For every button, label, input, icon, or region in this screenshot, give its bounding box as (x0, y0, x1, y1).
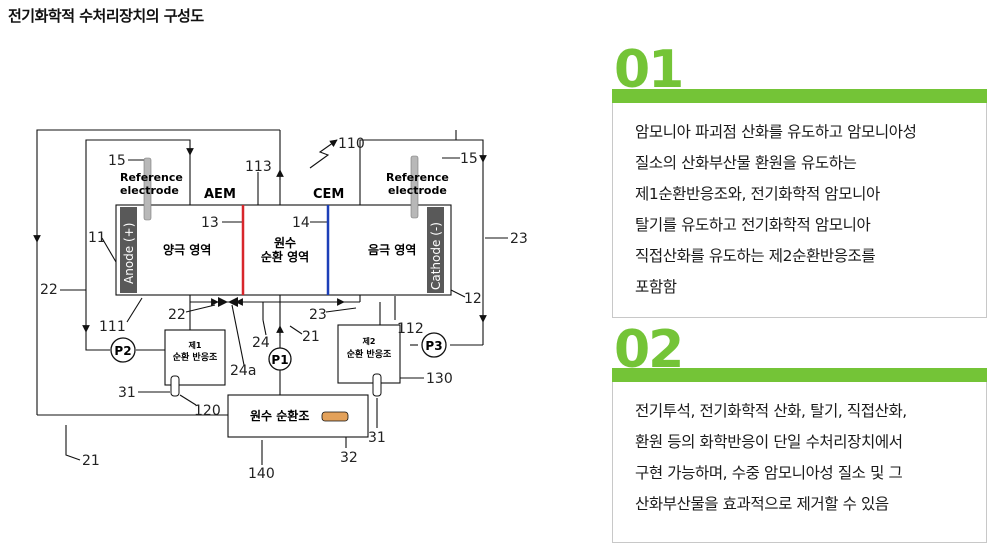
pump-p2: P2 (110, 337, 136, 363)
ref-electrode-right-label-1: Reference (386, 171, 449, 184)
card-accent-bar (612, 368, 987, 382)
card-line: 암모니아 파괴점 산화를 유도하고 암모니아성 (635, 123, 917, 141)
ref-electrode-right-label-2: electrode (388, 184, 447, 197)
valve (218, 297, 238, 307)
ref-111: 111 (99, 319, 126, 335)
reactor-cell (115, 204, 452, 296)
ref-electrode-left-label-2: electrode (120, 184, 179, 197)
anode-label: Anode (+) (122, 223, 136, 284)
ref-11: 11 (88, 230, 106, 246)
info-card-01: 01 암모니아 파괴점 산화를 유도하고 암모니아성 질소의 산화부산물 환원을… (612, 44, 987, 319)
ref-113: 113 (245, 159, 272, 175)
card-body: 전기투석, 전기화학적 산화, 탈기, 직접산화, 환원 등의 화학반응이 단일… (612, 382, 987, 543)
port-31-right (372, 373, 382, 397)
tank1-label-1: 제1 (189, 340, 202, 350)
ref-electrode-left-label-1: Reference (120, 171, 183, 184)
pump-p3-label: P3 (425, 339, 442, 353)
ref-24: 24 (252, 335, 270, 351)
center-zone-label-2: 순환 영역 (261, 249, 309, 264)
center-zone-label-1: 원수 (274, 236, 296, 250)
ref-12: 12 (464, 291, 482, 307)
ref-14: 14 (292, 215, 310, 231)
ref-31-right: 31 (368, 430, 386, 446)
card-number-02: 02 (614, 320, 684, 380)
tank2-label-1: 제2 (363, 336, 376, 346)
pump-p1: P1 (268, 347, 292, 371)
card-accent-bar (612, 89, 987, 103)
ref-21-outer: 21 (82, 453, 100, 469)
ref-32: 32 (340, 450, 358, 466)
card-line: 질소의 산화부산물 환원을 유도하는 (635, 154, 857, 172)
port-32 (321, 411, 349, 422)
card-line: 산화부산물을 효과적으로 제거할 수 있음 (635, 495, 889, 513)
left-loop-line (36, 129, 280, 415)
card-line: 환원 등의 화학반응이 단일 수처리장치에서 (635, 433, 903, 451)
ref-22-left: 22 (40, 282, 58, 298)
ref-21-center: 21 (302, 329, 320, 345)
ref-15-left: 15 (108, 153, 126, 169)
port-31-left (170, 375, 180, 397)
pump-p3: P3 (421, 332, 447, 358)
left-upper-loop (85, 139, 191, 345)
tank1-label-2: 순환 반응조 (173, 351, 218, 363)
card-line: 전기투석, 전기화학적 산화, 탈기, 직접산화, (635, 402, 907, 420)
page-title: 전기화학적 수처리장치의 구성도 (8, 7, 204, 25)
tank2-label-2: 순환 반응조 (347, 348, 392, 360)
reference-electrode-right (410, 155, 419, 219)
anode-electrode (120, 207, 137, 293)
ref-22-bottom: 22 (168, 307, 186, 323)
card-number-01: 01 (614, 40, 684, 100)
pump-p1-label: P1 (271, 353, 288, 367)
card-line: 포함함 (635, 278, 677, 296)
ref-140: 140 (248, 466, 275, 482)
ref-120: 120 (194, 403, 221, 419)
right-upper-loop (359, 139, 484, 345)
cathode-zone-label: 음극 영역 (368, 242, 416, 257)
cathode-electrode (427, 207, 444, 293)
ref-23-right: 23 (510, 231, 528, 247)
card-text-02: 전기투석, 전기화학적 산화, 탈기, 직접산화, 환원 등의 화학반응이 단일… (635, 396, 970, 520)
ref-24a: 24a (230, 363, 256, 379)
cathode-label: Cathode (-) (429, 222, 443, 290)
card-text-01: 암모니아 파괴점 산화를 유도하고 암모니아성 질소의 산화부산물 환원을 유도… (635, 117, 970, 303)
ref-112: 112 (397, 321, 424, 337)
second-circulation-tank (337, 324, 401, 384)
card-body: 암모니아 파괴점 산화를 유도하고 암모니아성 질소의 산화부산물 환원을 유도… (612, 103, 987, 318)
card-line: 제1순환반응조와, 전기화학적 암모니아 (635, 185, 880, 203)
aem-label: AEM (204, 187, 236, 202)
ref-23-bottom: 23 (309, 307, 327, 323)
ref-13: 13 (201, 215, 219, 231)
cem-label: CEM (313, 187, 344, 202)
anode-zone-label: 양극 영역 (163, 242, 211, 257)
pump-p2-label: P2 (114, 344, 131, 358)
raw-tank-label: 원수 순환조 (250, 408, 309, 423)
card-line: 직접산화를 유도하는 제2순환반응조를 (635, 247, 876, 265)
ref-130: 130 (426, 371, 453, 387)
ref-15-right: 15 (460, 151, 478, 167)
info-card-02: 02 전기투석, 전기화학적 산화, 탈기, 직접산화, 환원 등의 화학반응이… (612, 320, 987, 544)
ref-110: 110 (338, 136, 365, 152)
card-line: 구현 가능하며, 수중 암모니아성 질소 및 그 (635, 464, 903, 482)
reference-electrode-left (143, 157, 152, 221)
card-line: 탈기를 유도하고 전기화학적 암모니아 (635, 216, 871, 234)
ref-31-left: 31 (118, 385, 136, 401)
